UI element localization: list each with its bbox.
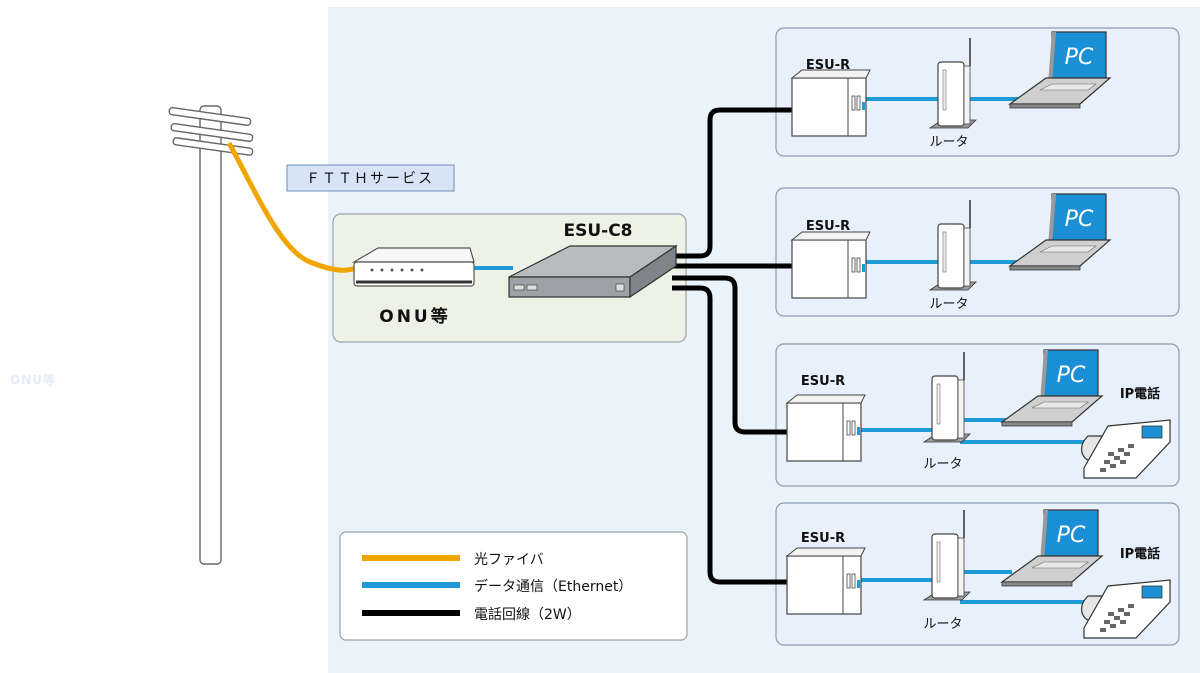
esu-r-device (785, 394, 866, 462)
ethernet-lines (473, 97, 1090, 604)
branch-1: ESU-R ルータ PC (790, 31, 1112, 150)
esu-r-label: ESU-R (801, 374, 845, 389)
ftth-service-label: ＦＴＴＨサービス (306, 171, 434, 187)
onu-label: ONU等 (379, 306, 450, 327)
router-device (928, 38, 977, 129)
pc-device: PC (1008, 31, 1112, 109)
esu-r-device (785, 547, 866, 615)
esu-r-device (790, 231, 871, 299)
router-device (928, 200, 977, 291)
pc-label: PC (1065, 207, 1094, 232)
ftth-service-box (286, 164, 455, 192)
branch-3: ESU-R ルータ PC IP電話 (785, 349, 1171, 479)
ip-phone-label: IP電話 (1120, 546, 1160, 562)
legend-label-ethernet: データ通信（Ethernet） (474, 578, 632, 595)
ip-phone-device (1081, 579, 1171, 639)
esu-r-label: ESU-R (806, 219, 850, 234)
ip-phone-device (1081, 419, 1171, 479)
esu-r-label: ESU-R (801, 531, 845, 546)
ip-phone-label: IP電話 (1120, 386, 1160, 402)
router-label: ルータ (923, 457, 962, 472)
fiber-cable (226, 141, 357, 273)
legend-label-phone-line: 電話回線（2W） (474, 606, 581, 623)
ghost-onu-text: ONU等 (10, 373, 56, 387)
router-label: ルータ (929, 297, 968, 312)
pc-device: PC (1000, 349, 1104, 427)
router-device (922, 510, 971, 601)
esu-r-label: ESU-R (806, 58, 850, 73)
pc-label: PC (1057, 363, 1086, 388)
phone-lines (672, 107, 792, 585)
legend: 光ファイバ データ通信（Ethernet） 電話回線（2W） (339, 531, 688, 641)
utility-pole (168, 105, 254, 565)
onu-device (351, 247, 475, 287)
branch-2: ESU-R ルータ PC (790, 193, 1112, 312)
legend-label-fiber: 光ファイバ (474, 552, 544, 568)
router-device (922, 352, 971, 443)
router-label: ルータ (929, 135, 968, 150)
router-label: ルータ (923, 617, 962, 632)
branch-4: ESU-R ルータ PC IP電話 (785, 509, 1171, 639)
esu-c8-device (508, 244, 678, 299)
esu-r-device (790, 69, 871, 137)
pc-label: PC (1065, 45, 1094, 70)
esu-c8-label: ESU-C8 (563, 221, 632, 241)
pc-device: PC (1000, 509, 1104, 587)
pc-label: PC (1057, 523, 1086, 548)
pc-device: PC (1008, 193, 1112, 271)
